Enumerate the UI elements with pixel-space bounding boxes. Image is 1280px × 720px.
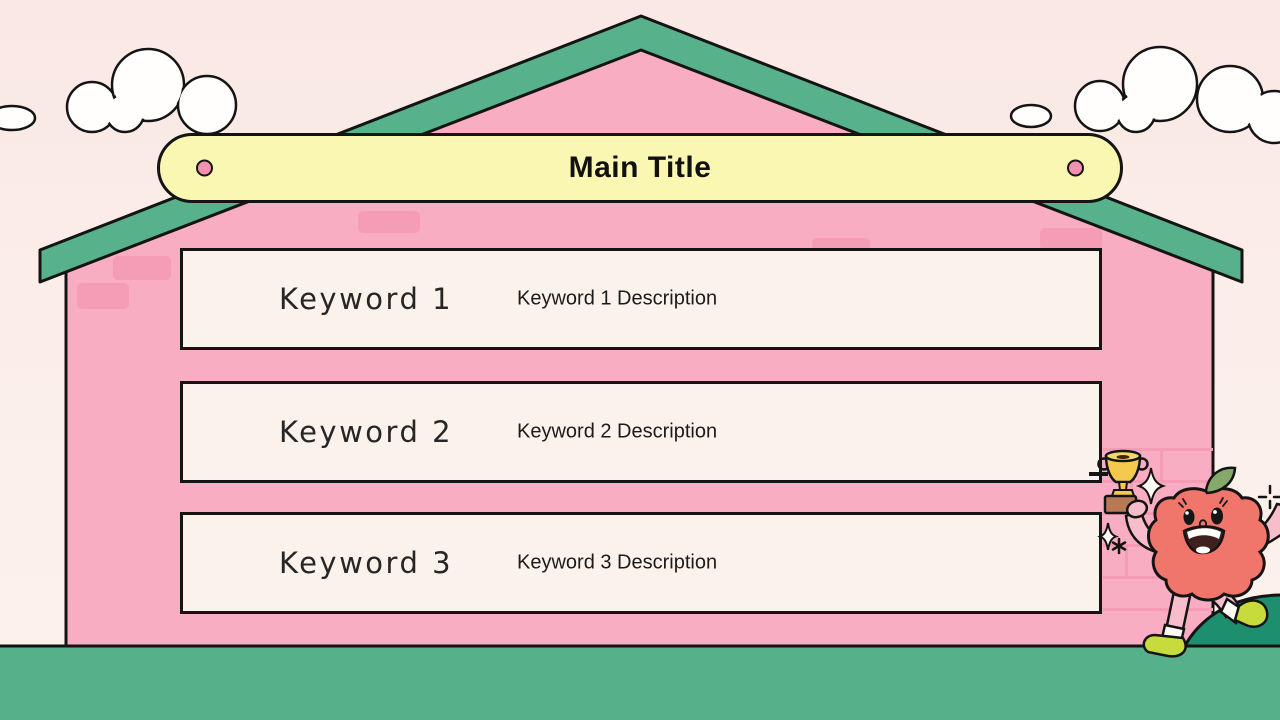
banner-pin-icon — [196, 159, 213, 177]
keyword-panel-2[interactable]: Keyword 2 Keyword 2 Description — [180, 381, 1102, 483]
keyword-3-description[interactable]: Keyword 3 Description — [517, 551, 718, 574]
keyword-3-label[interactable]: Keyword 3 — [279, 546, 454, 580]
ground-icon — [0, 644, 1280, 720]
cloud-icon — [1009, 45, 1280, 145]
main-title-banner[interactable]: Main Title — [157, 133, 1123, 203]
keyword-2-description[interactable]: Keyword 2 Description — [517, 420, 718, 443]
keyword-1-label[interactable]: Keyword 1 — [279, 282, 454, 316]
banner-pin-icon — [1067, 159, 1084, 177]
keyword-panel-3[interactable]: Keyword 3 Keyword 3 Description — [180, 512, 1102, 614]
page-title[interactable]: Main Title — [568, 151, 712, 184]
keyword-panel-1[interactable]: Keyword 1 Keyword 1 Description — [180, 248, 1102, 350]
cloud-icon — [0, 47, 238, 136]
roof-icon — [38, 14, 1244, 284]
keyword-1-description[interactable]: Keyword 1 Description — [517, 287, 718, 310]
keyword-2-label[interactable]: Keyword 2 — [279, 415, 454, 449]
